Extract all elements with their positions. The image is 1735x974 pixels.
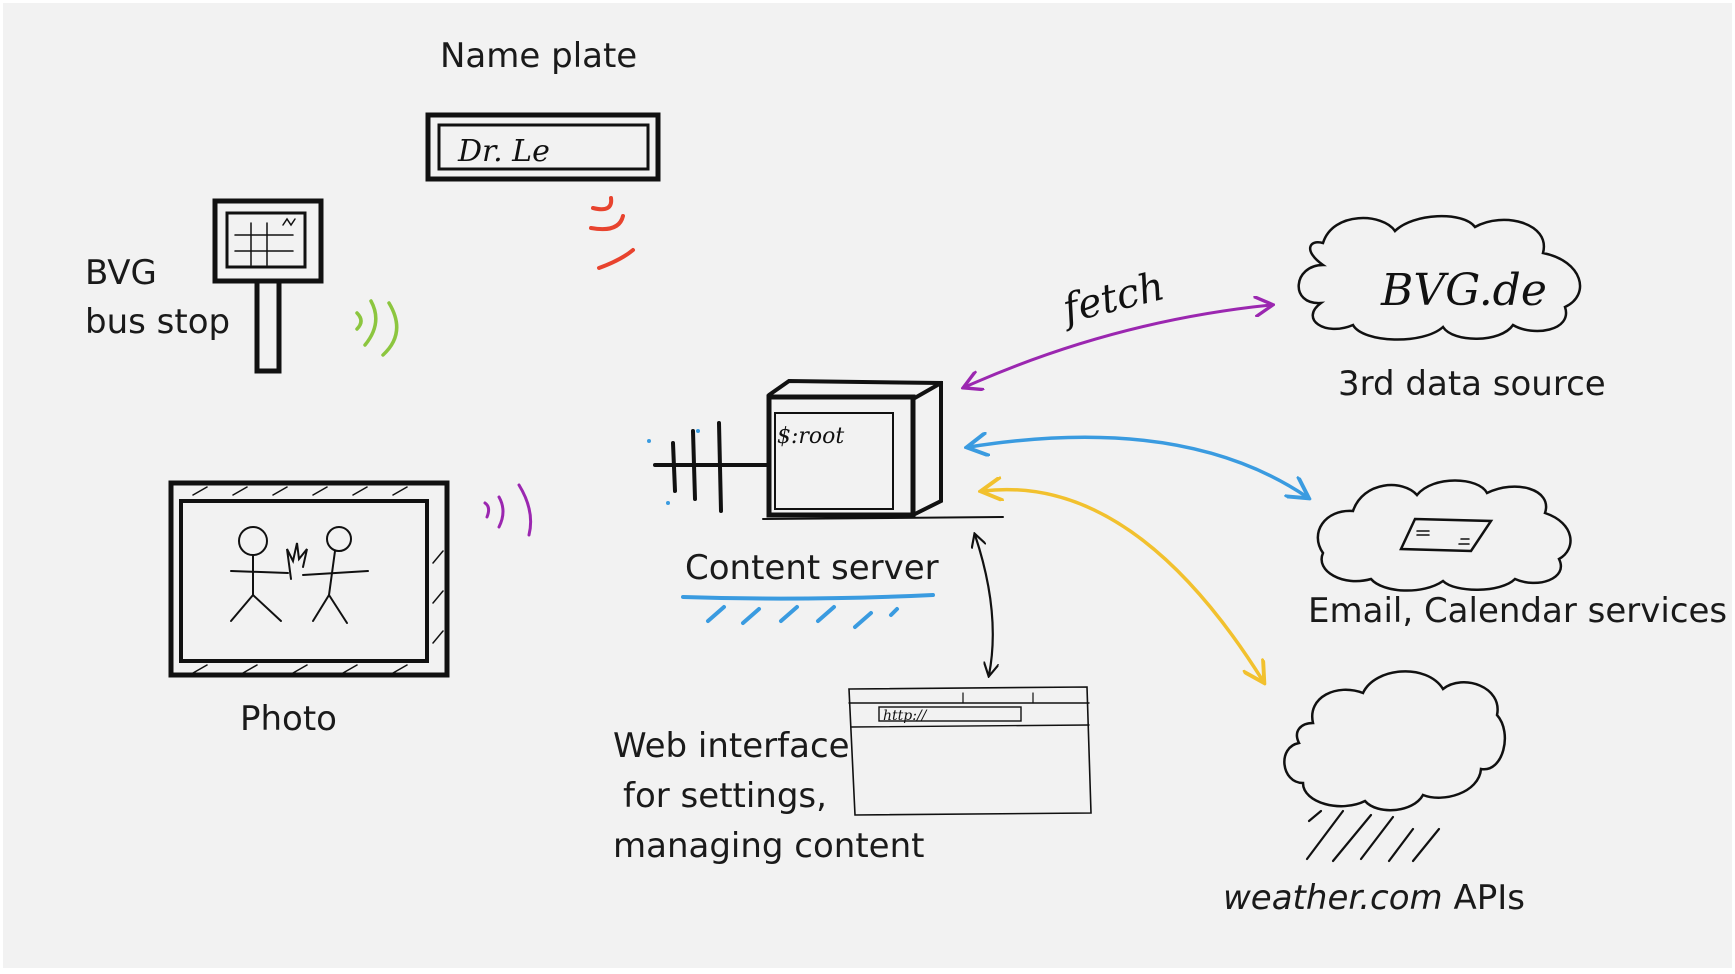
server-box: $:root xyxy=(762,378,1004,520)
antenna-icon xyxy=(647,421,769,513)
web-interface-arrow xyxy=(975,535,993,675)
web-interface-label-line2: for settings, xyxy=(623,776,827,816)
wireless-icon-busstop xyxy=(355,299,399,357)
rain-icon xyxy=(1305,809,1441,863)
content-server-label: Content server xyxy=(685,548,939,588)
third-party-label: 3rd data source xyxy=(1338,364,1606,404)
web-interface-label-line3: managing content xyxy=(613,826,925,866)
email-arrow xyxy=(969,437,1307,497)
email-calendar-label: Email, Calendar services xyxy=(1308,591,1728,631)
weather-label: weather.com APIs xyxy=(1223,881,1525,915)
wireless-icon-photo xyxy=(483,483,533,537)
weather-label-italic: weather.com xyxy=(1223,878,1443,918)
web-interface-label-line1: Web interface xyxy=(613,726,850,766)
browser-url-text: http:// xyxy=(883,708,928,724)
bus-stop-sign xyxy=(212,198,324,374)
bus-stop-label-line2: bus stop xyxy=(85,302,231,342)
name-plate-device: Dr. Le xyxy=(425,112,661,182)
photo-frame xyxy=(168,480,450,678)
fetch-arrow xyxy=(965,305,1271,387)
weather-arrow xyxy=(983,490,1263,681)
weather-cloud-shape xyxy=(1283,670,1507,812)
weather-label-rest: APIs xyxy=(1442,878,1525,918)
server-screen-text: $:root xyxy=(777,424,844,449)
fetch-label: fetch xyxy=(1055,263,1169,333)
bvg-cloud-shape xyxy=(1297,215,1582,341)
bus-stop-label-line1: BVG xyxy=(85,253,157,293)
name-plate-text: Dr. Le xyxy=(457,134,550,169)
wireless-icon-nameplate xyxy=(589,196,635,270)
server-label-underline xyxy=(681,593,935,629)
envelope-icon xyxy=(1399,517,1494,553)
bvg-cloud-text: BVG.de xyxy=(1380,265,1547,316)
sketch-drawing: Dr. Le xyxy=(168,112,1582,863)
name-plate-label: Name plate xyxy=(440,36,638,76)
photo-label: Photo xyxy=(240,699,337,739)
browser-window: http:// xyxy=(848,686,1092,816)
email-cloud-shape xyxy=(1316,479,1572,592)
